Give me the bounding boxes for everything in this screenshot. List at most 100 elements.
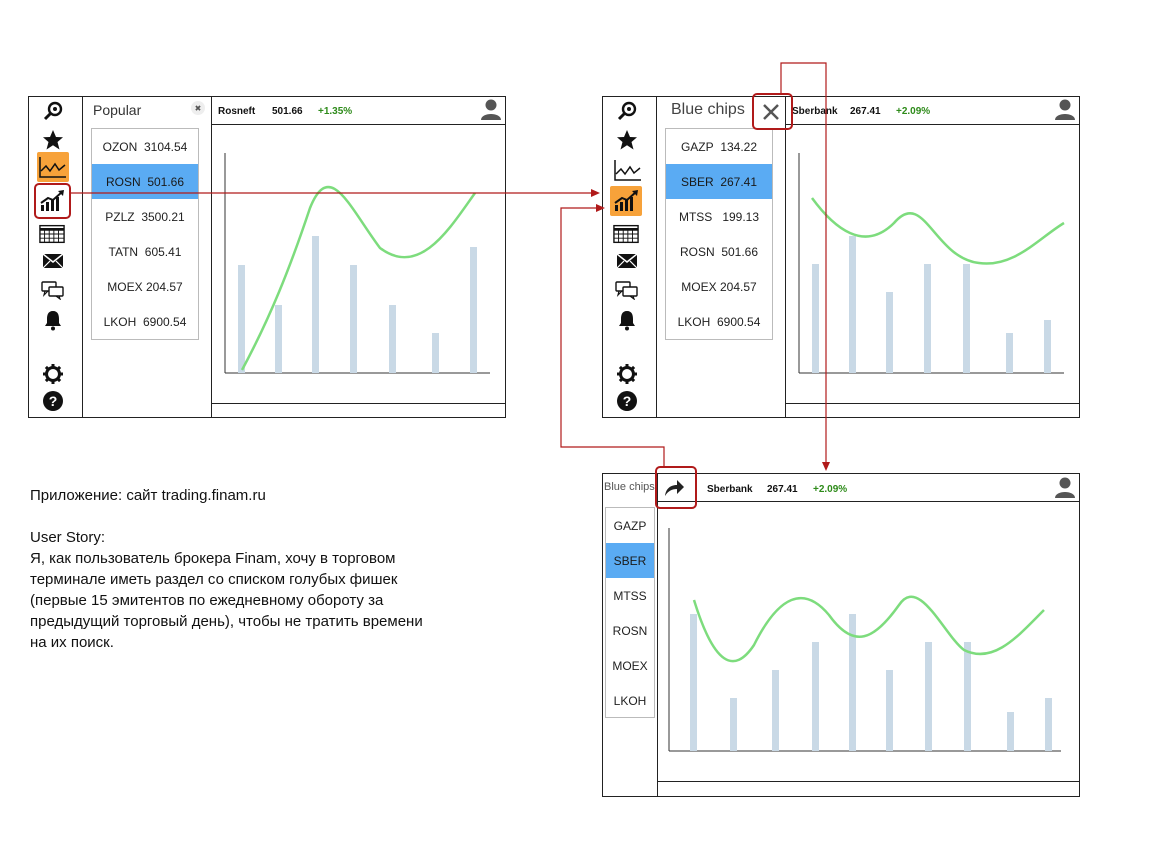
user-avatar-icon[interactable] xyxy=(480,98,502,120)
volume-bar xyxy=(963,264,970,373)
search-icon[interactable] xyxy=(614,99,640,123)
price-line xyxy=(240,185,477,371)
line-chart-icon[interactable] xyxy=(37,152,69,182)
close-list-icon[interactable]: ✖ xyxy=(191,101,205,115)
volume-bar xyxy=(849,236,856,373)
instrument-list-popular: OZON 3104.54 ROSN 501.66 PZLZ 3500.21 TA… xyxy=(91,128,199,340)
list-title-popular: Popular xyxy=(93,102,142,118)
trending-chart-icon[interactable] xyxy=(39,189,65,213)
star-icon[interactable] xyxy=(614,128,640,152)
chat-icon[interactable] xyxy=(614,278,640,302)
list-item[interactable]: MOEX xyxy=(612,658,648,673)
volume-bar xyxy=(925,642,932,751)
volume-bar xyxy=(350,265,357,373)
list-item[interactable]: MOEX 204.57 xyxy=(681,279,757,294)
mail-icon[interactable] xyxy=(40,249,66,273)
user-story-line: предыдущий торговый день), чтобы не трат… xyxy=(30,613,423,630)
svg-text:?: ? xyxy=(623,393,632,409)
user-avatar-icon[interactable] xyxy=(1054,98,1076,120)
list-item-selected[interactable]: ROSN 501.66 xyxy=(92,164,198,199)
price-chart xyxy=(224,153,490,374)
instrument-change: +2.09% xyxy=(813,484,848,495)
list-item[interactable]: MOEX 204.57 xyxy=(107,279,183,294)
instrument-change: +1.35% xyxy=(318,106,353,117)
star-icon[interactable] xyxy=(40,128,66,152)
instrument-price: 501.66 xyxy=(272,106,303,117)
list-item[interactable]: ROSN xyxy=(612,623,648,638)
list-item[interactable]: GAZP 134.22 xyxy=(680,139,758,154)
user-story-line: (первые 15 эмитентов по ежедневному обор… xyxy=(30,592,384,609)
volume-bar xyxy=(690,614,697,751)
user-story-line: на их поиск. xyxy=(30,634,114,651)
list-title-blue-chips: Blue chips xyxy=(671,101,745,118)
gear-icon[interactable] xyxy=(614,362,640,386)
instrument-list-blue-chips: GAZP 134.22 SBER 267.41 MTSS 199.13 ROSN… xyxy=(665,128,773,340)
user-story-title: User Story: xyxy=(30,529,106,546)
help-icon[interactable]: ? xyxy=(614,389,640,413)
line-chart-icon[interactable] xyxy=(612,156,644,184)
user-story-line: терминале иметь раздел со списком голубы… xyxy=(30,571,398,588)
volume-bar xyxy=(886,292,893,373)
volume-bar xyxy=(312,236,319,373)
close-icon[interactable] xyxy=(754,95,788,129)
calendar-grid-icon[interactable] xyxy=(39,222,65,246)
volume-bar xyxy=(1044,320,1051,373)
volume-bar xyxy=(470,247,477,373)
app-caption: Приложение: сайт trading.finam.ru xyxy=(30,487,266,504)
bell-icon[interactable] xyxy=(614,308,640,332)
volume-bar xyxy=(238,265,245,373)
instrument-name: Sberbank xyxy=(792,106,838,117)
volume-bar xyxy=(1006,333,1013,373)
volume-bar xyxy=(389,305,396,373)
gear-icon[interactable] xyxy=(40,362,66,386)
user-avatar-icon[interactable] xyxy=(1054,476,1076,498)
chat-icon[interactable] xyxy=(40,278,66,302)
instrument-list-blue-chips: GAZP SBER MTSS ROSN MOEX LKOH xyxy=(605,507,655,718)
volume-bar xyxy=(730,698,737,751)
list-item-selected[interactable]: SBER xyxy=(606,543,654,578)
search-icon[interactable] xyxy=(40,99,66,123)
price-chart xyxy=(668,528,1061,752)
volume-bar xyxy=(432,333,439,373)
list-item[interactable]: TATN 605.41 xyxy=(108,244,182,259)
price-line xyxy=(692,595,1045,663)
list-item[interactable]: OZON 3104.54 xyxy=(102,139,188,154)
instrument-name: Rosneft xyxy=(218,106,256,117)
instrument-name: Sberbank xyxy=(707,484,753,495)
volume-bar xyxy=(849,614,856,751)
list-item[interactable]: GAZP xyxy=(613,518,647,533)
volume-bar xyxy=(964,642,971,751)
trending-chart-icon[interactable] xyxy=(610,186,642,216)
list-item[interactable]: PZLZ 3500.21 xyxy=(105,209,185,224)
user-story-line: Я, как пользователь брокера Finam, хочу … xyxy=(30,550,396,567)
list-item[interactable]: LKOH xyxy=(613,693,647,708)
volume-bar xyxy=(924,264,931,373)
share-icon[interactable] xyxy=(657,471,691,505)
highlight-trending-icon xyxy=(34,183,71,219)
list-item-selected[interactable]: SBER 267.41 xyxy=(666,164,772,199)
list-item[interactable]: LKOH 6900.54 xyxy=(103,314,187,329)
list-item[interactable]: ROSN 501.66 xyxy=(679,244,759,259)
instrument-price: 267.41 xyxy=(850,106,881,117)
price-line xyxy=(810,197,1065,265)
volume-bar xyxy=(772,670,779,751)
volume-bar xyxy=(1007,712,1014,751)
screen-blue-chips-collapsed xyxy=(602,473,1080,797)
bell-icon[interactable] xyxy=(40,308,66,332)
mail-icon[interactable] xyxy=(614,249,640,273)
calendar-grid-icon[interactable] xyxy=(613,222,639,246)
volume-bar xyxy=(275,305,282,373)
price-chart xyxy=(798,153,1065,374)
highlight-share-button xyxy=(655,466,697,509)
list-title-blue-chips: Blue chips xyxy=(604,481,655,493)
list-item[interactable]: MTSS 199.13 xyxy=(678,209,760,224)
volume-bar xyxy=(812,264,819,373)
svg-text:?: ? xyxy=(49,393,58,409)
help-icon[interactable]: ? xyxy=(40,389,66,413)
list-item[interactable]: MTSS xyxy=(613,588,647,603)
instrument-change: +2.09% xyxy=(896,106,931,117)
list-item[interactable]: LKOH 6900.54 xyxy=(677,314,761,329)
highlight-close-button xyxy=(752,93,793,130)
volume-bar xyxy=(812,642,819,751)
instrument-price: 267.41 xyxy=(767,484,798,495)
